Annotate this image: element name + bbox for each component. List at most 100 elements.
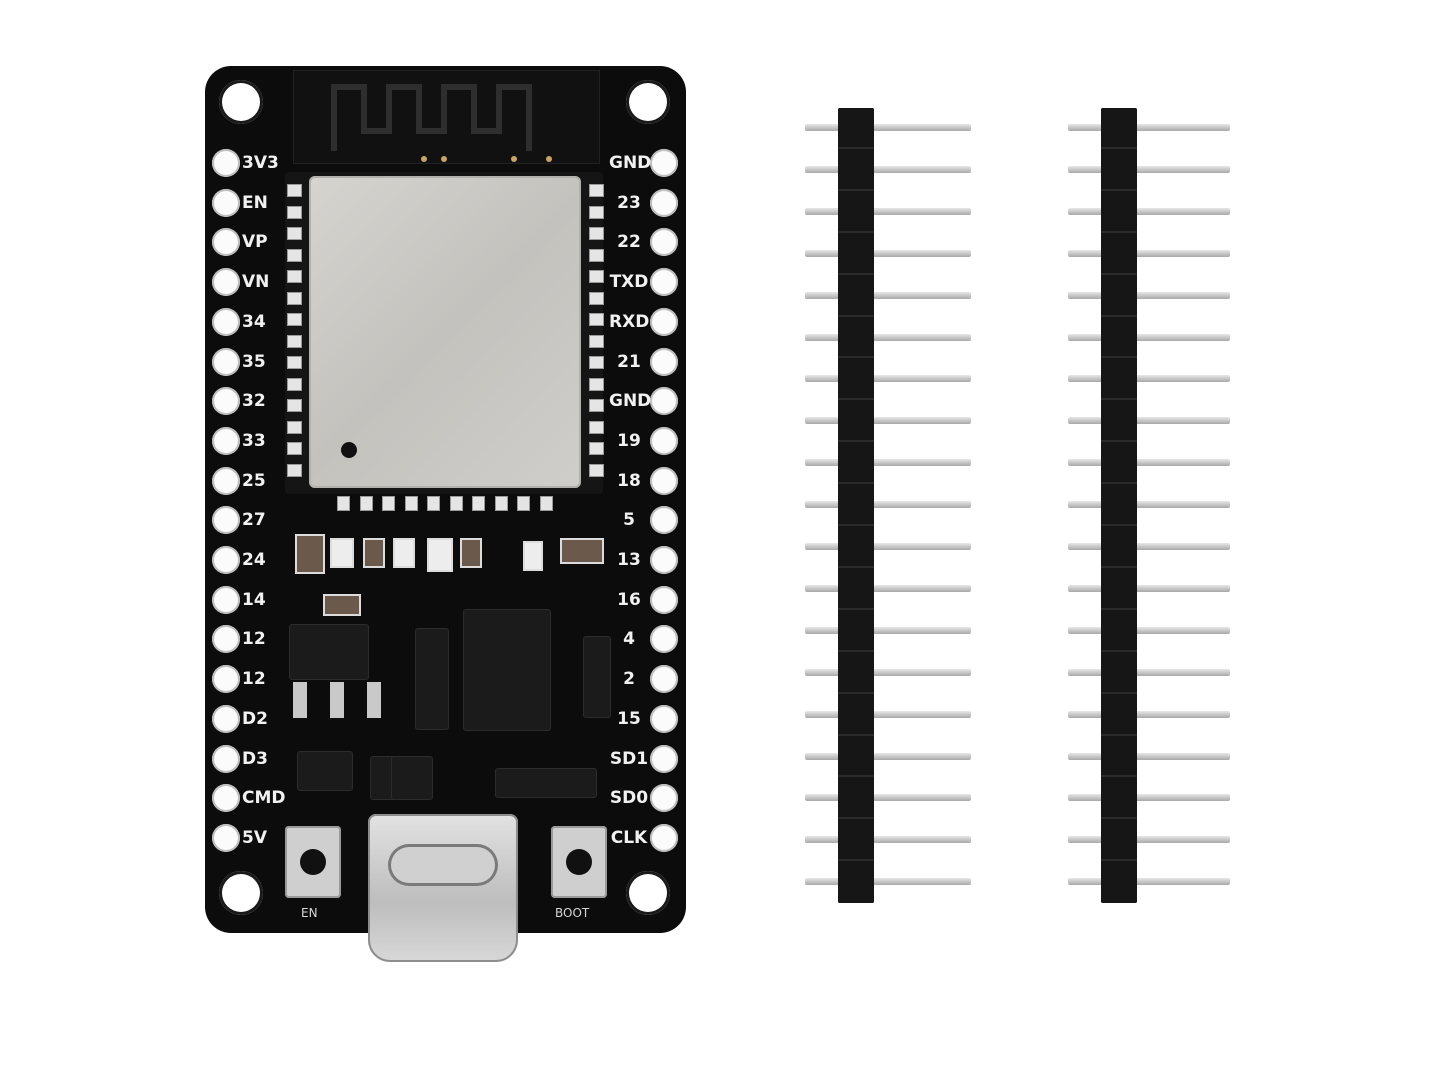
smd-component: [460, 538, 482, 568]
pin-pad: [212, 347, 240, 376]
pin-label: CLK: [610, 827, 648, 848]
pin-pad: [212, 149, 240, 177]
header-pin: [805, 291, 971, 299]
castellation-pad: [517, 496, 530, 511]
boot-button-label: BOOT: [555, 906, 590, 920]
smd-component: [323, 594, 361, 616]
castellation-pad: [287, 248, 302, 262]
small-ic: [495, 768, 597, 798]
castellation-pad: [589, 377, 604, 391]
smd-component: [330, 538, 354, 568]
smd-component: [393, 538, 415, 568]
castellation-pad: [589, 270, 604, 283]
header-pin: [805, 836, 971, 844]
header-pin: [1068, 291, 1230, 299]
header-segment-line: [838, 565, 874, 568]
pin-label: 5V: [242, 827, 267, 848]
header-segment-line: [1101, 565, 1137, 568]
castellation-pad: [287, 205, 302, 219]
header-segment-line: [1101, 607, 1137, 610]
pin-pad: [212, 426, 240, 455]
pin-label: VN: [242, 272, 270, 293]
pin-label: 25: [242, 470, 266, 491]
header-pin: [1068, 878, 1230, 886]
pin-label: 27: [242, 510, 266, 531]
pin-label: RXD: [609, 311, 650, 332]
pin-pad: [650, 585, 678, 614]
header-segment-line: [838, 607, 874, 610]
en-button-cap: [300, 849, 326, 875]
boot-button[interactable]: [551, 826, 607, 898]
small-ic: [391, 756, 433, 800]
header-pin: [805, 333, 971, 341]
header-pin: [1068, 794, 1230, 802]
pin-header-1: [805, 108, 971, 903]
castellation-pad: [494, 496, 508, 511]
pin-pad: [650, 268, 678, 297]
pin-pad: [212, 546, 240, 574]
pin-pad: [212, 665, 240, 694]
pin-label: 34: [242, 311, 266, 332]
usb-c-port[interactable]: [368, 814, 518, 962]
smd-component: [363, 538, 385, 568]
pin-pad: [212, 823, 240, 852]
regulator-leg: [330, 682, 344, 718]
header-segment-line: [1101, 817, 1137, 820]
header-segment-line: [1101, 524, 1137, 526]
header-segment-line: [1101, 775, 1137, 778]
header-pin: [1068, 333, 1230, 341]
pin-pad: [650, 188, 678, 217]
pin-header-2: [1068, 108, 1230, 903]
header-segment-line: [838, 482, 874, 485]
header-segment-line: [1101, 188, 1137, 191]
header-segment-line: [1101, 482, 1137, 485]
regulator-leg: [293, 682, 307, 718]
castellation-pad: [449, 496, 463, 511]
pin-pad: [212, 506, 240, 535]
header-segment-line: [838, 314, 874, 317]
header-pin: [1068, 836, 1230, 844]
header-segment-line: [838, 272, 874, 275]
pin-label: EN: [242, 192, 268, 213]
pin-pad: [650, 228, 678, 257]
pin-pad: [212, 387, 240, 416]
pin-label: D2: [242, 708, 268, 729]
smd-component: [295, 534, 325, 574]
castellation-pad: [589, 227, 604, 240]
pin1-marker: [341, 442, 357, 458]
pin-label: D3: [242, 748, 268, 769]
pin-label: 32: [242, 391, 266, 412]
header-pin: [1068, 501, 1230, 509]
header-segment-line: [1101, 733, 1137, 736]
header-pin: [1068, 668, 1230, 676]
castellation-pad: [404, 496, 418, 511]
header-pin: [1068, 124, 1230, 131]
header-segment-line: [838, 649, 874, 652]
mount-hole-top-right: [626, 80, 670, 124]
castellation-pad: [287, 442, 302, 455]
header-segment-line: [838, 230, 874, 233]
pin-label: 12: [242, 669, 266, 690]
mount-hole-top-left: [219, 80, 263, 124]
pin-pad: [212, 188, 240, 217]
castellation-pad: [589, 291, 604, 305]
header-segment-line: [838, 146, 874, 149]
pin-pad: [212, 625, 240, 654]
header-pin: [1068, 752, 1230, 760]
header-plastic-body: [838, 108, 874, 903]
mount-hole-bottom-right: [626, 871, 670, 915]
regulator-leg: [367, 682, 381, 718]
pin-pad: [212, 585, 240, 614]
pin-label: 33: [242, 430, 266, 451]
header-pin: [805, 417, 971, 425]
castellation-pad: [589, 420, 604, 434]
castellation-pad: [287, 313, 302, 326]
pin-label: 35: [242, 351, 266, 372]
en-button[interactable]: [285, 826, 341, 898]
pin-pad: [650, 625, 678, 654]
pin-pad: [212, 784, 240, 813]
header-segment-line: [1101, 356, 1137, 359]
header-segment-line: [838, 440, 874, 443]
header-pin: [1068, 417, 1230, 425]
usb-uart-chip: [463, 609, 551, 731]
